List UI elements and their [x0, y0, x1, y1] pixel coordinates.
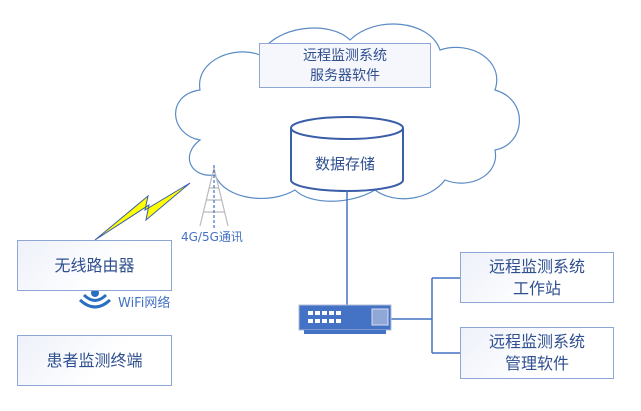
- lightning-icon: [94, 182, 191, 241]
- router-box: 无线路由器: [17, 240, 172, 291]
- cell-tower-icon: [199, 165, 229, 228]
- management-label-2: 管理软件: [504, 354, 569, 373]
- connection-lines: [346, 191, 460, 354]
- wifi-icon: [78, 289, 112, 309]
- workstation-label-1: 远程监测系统: [488, 256, 585, 276]
- cloud-server-label-2: 服务器软件: [310, 67, 380, 84]
- storage-label: 数据存储: [315, 155, 376, 173]
- network-switch-icon: [298, 304, 392, 334]
- patient-terminal-box: 患者监测终端: [17, 335, 172, 386]
- cloud-server-box: 远程监测系统 服务器软件: [259, 43, 431, 88]
- workstation-label-2: 工作站: [512, 278, 561, 298]
- tower-label: 4G/5G通讯: [181, 230, 243, 244]
- management-box: 远程监测系统 管理软件: [460, 327, 614, 379]
- database-cylinder-icon: [290, 116, 404, 192]
- management-label-1: 远程监测系统: [488, 332, 585, 351]
- router-label: 无线路由器: [54, 255, 135, 275]
- cloud-server-label-1: 远程监测系统: [303, 47, 387, 64]
- wifi-label: WiFi网络: [118, 296, 171, 311]
- workstation-box: 远程监测系统 工作站: [460, 252, 614, 303]
- patient-terminal-label: 患者监测终端: [46, 350, 143, 370]
